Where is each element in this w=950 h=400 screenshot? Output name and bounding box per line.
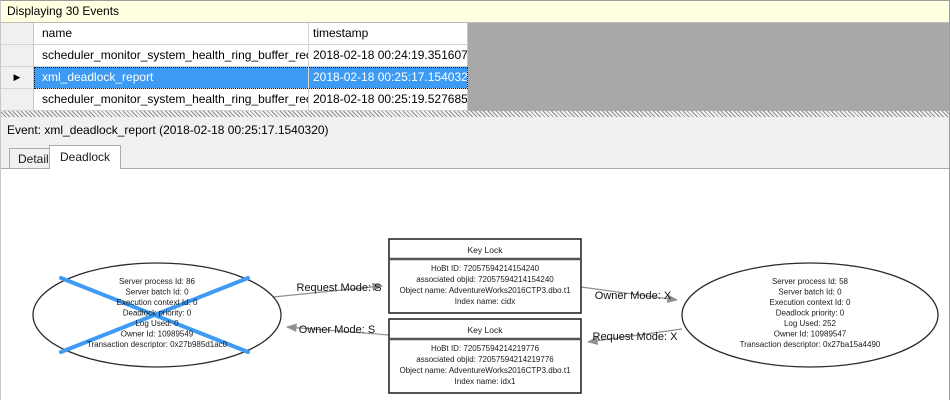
node-detail-line: Server batch Id: 0 (778, 288, 842, 297)
edge-owner-x-label: Owner Mode: X (595, 290, 672, 302)
node-detail-line: Server process Id: 58 (772, 277, 849, 286)
events-grid: name timestamp scheduler_monitor_system_… (1, 23, 949, 111)
node-detail-line: Log Used: 0 (135, 319, 179, 328)
events-grid-header: name timestamp (1, 23, 468, 45)
node-detail-line: Deadlock priority: 0 (776, 309, 845, 318)
column-header-name[interactable]: name (34, 23, 309, 45)
edge-request-s-label: Request Mode: S (297, 282, 382, 294)
node-detail-line: HoBt ID: 72057594214154240 (431, 264, 540, 273)
table-row[interactable]: scheduler_monitor_system_health_ring_buf… (1, 45, 468, 67)
resource-bottom-details: HoBt ID: 72057594214219776 associated obj… (399, 344, 571, 386)
cell-event-name[interactable]: xml_deadlock_report (34, 67, 309, 89)
resource-title: Key Lock (468, 245, 504, 255)
node-detail-line: Deadlock priority: 0 (123, 309, 192, 318)
cell-event-name[interactable]: scheduler_monitor_system_health_ring_buf… (34, 89, 309, 111)
node-detail-line: Owner Id: 10989547 (774, 330, 847, 339)
node-detail-line: Object name: AdventureWorks2016CTP3.dbo.… (399, 286, 571, 295)
node-detail-line: Owner Id: 10989549 (121, 330, 194, 339)
detail-tabs: Details Deadlock (1, 143, 949, 169)
cell-event-timestamp[interactable]: 2018-02-18 00:24:19.3516078 (309, 45, 468, 67)
cell-event-timestamp[interactable]: 2018-02-18 00:25:19.5276859 (309, 89, 468, 111)
edge-request-x-label: Request Mode: X (593, 331, 679, 343)
node-detail-line: Index name: idx1 (455, 377, 516, 386)
events-count-label: Displaying 30 Events (7, 4, 120, 18)
events-grid-body: scheduler_monitor_system_health_ring_buf… (1, 45, 468, 111)
edge-request-s-arrow[interactable] (272, 282, 384, 298)
edge-request-x-arrow[interactable] (586, 328, 683, 345)
node-detail-line: Transaction descriptor: 0x27b985d1ac0 (87, 340, 228, 349)
cell-event-name[interactable]: scheduler_monitor_system_health_ring_buf… (34, 45, 309, 67)
tab-deadlock[interactable]: Deadlock (49, 145, 122, 169)
cell-event-timestamp[interactable]: 2018-02-18 00:25:17.1540320 (309, 67, 468, 89)
edge-owner-s-arrow[interactable] (285, 323, 390, 336)
resource-top-details: HoBt ID: 72057594214154240 associated obj… (399, 264, 571, 306)
pane-splitter[interactable] (1, 111, 949, 117)
node-detail-line: Object name: AdventureWorks2016CTP3.dbo.… (399, 366, 571, 375)
row-selector[interactable] (1, 89, 34, 111)
event-caption-label: Event: xml_deadlock_report (2018-02-18 0… (7, 123, 329, 137)
event-caption-bar: Event: xml_deadlock_report (2018-02-18 0… (1, 117, 949, 143)
node-detail-line: HoBt ID: 72057594214219776 (431, 344, 540, 353)
edge-owner-x-arrow[interactable] (580, 286, 679, 303)
node-detail-line: Server process Id: 86 (119, 277, 196, 286)
node-detail-line: Server batch Id: 0 (125, 288, 189, 297)
process-node-owner[interactable] (681, 262, 939, 368)
process-victim-details: Server process Id: 86 Server batch Id: 0E… (87, 277, 228, 349)
column-header-timestamp[interactable]: timestamp (309, 23, 468, 45)
resource-title: Key Lock (468, 325, 504, 335)
events-grid-columns: name timestamp scheduler_monitor_system_… (1, 23, 468, 111)
node-detail-line: associated objid: 72057594214154240 (416, 275, 554, 284)
process-owner-details: Server process Id: 58 Server batch Id: 0E… (740, 277, 881, 349)
edge-owner-s-label: Owner Mode: S (299, 324, 375, 336)
node-detail-line: Execution context Id: 0 (770, 298, 851, 307)
node-detail-line: Execution context Id: 0 (117, 298, 198, 307)
row-selector[interactable] (1, 45, 34, 67)
resource-node-keylock-bottom[interactable]: Key Lock HoBt ID: 72057594214219776 assoc… (388, 318, 582, 394)
events-count-bar: Displaying 30 Events (1, 1, 949, 23)
resource-node-keylock-top[interactable]: Key Lock HoBt ID: 72057594214154240 assoc… (388, 238, 582, 314)
header-row-selector[interactable] (1, 23, 34, 45)
table-row[interactable]: scheduler_monitor_system_health_ring_buf… (1, 89, 468, 111)
node-detail-line: associated objid: 72057594214219776 (416, 355, 554, 364)
current-row-marker[interactable]: ▶ (1, 67, 34, 89)
node-detail-line: Log Used: 252 (784, 319, 837, 328)
node-detail-line: Transaction descriptor: 0x27ba15a4490 (740, 340, 881, 349)
deadlock-victim-cross (59, 276, 250, 354)
node-detail-line: Index name: cidx (455, 297, 515, 306)
